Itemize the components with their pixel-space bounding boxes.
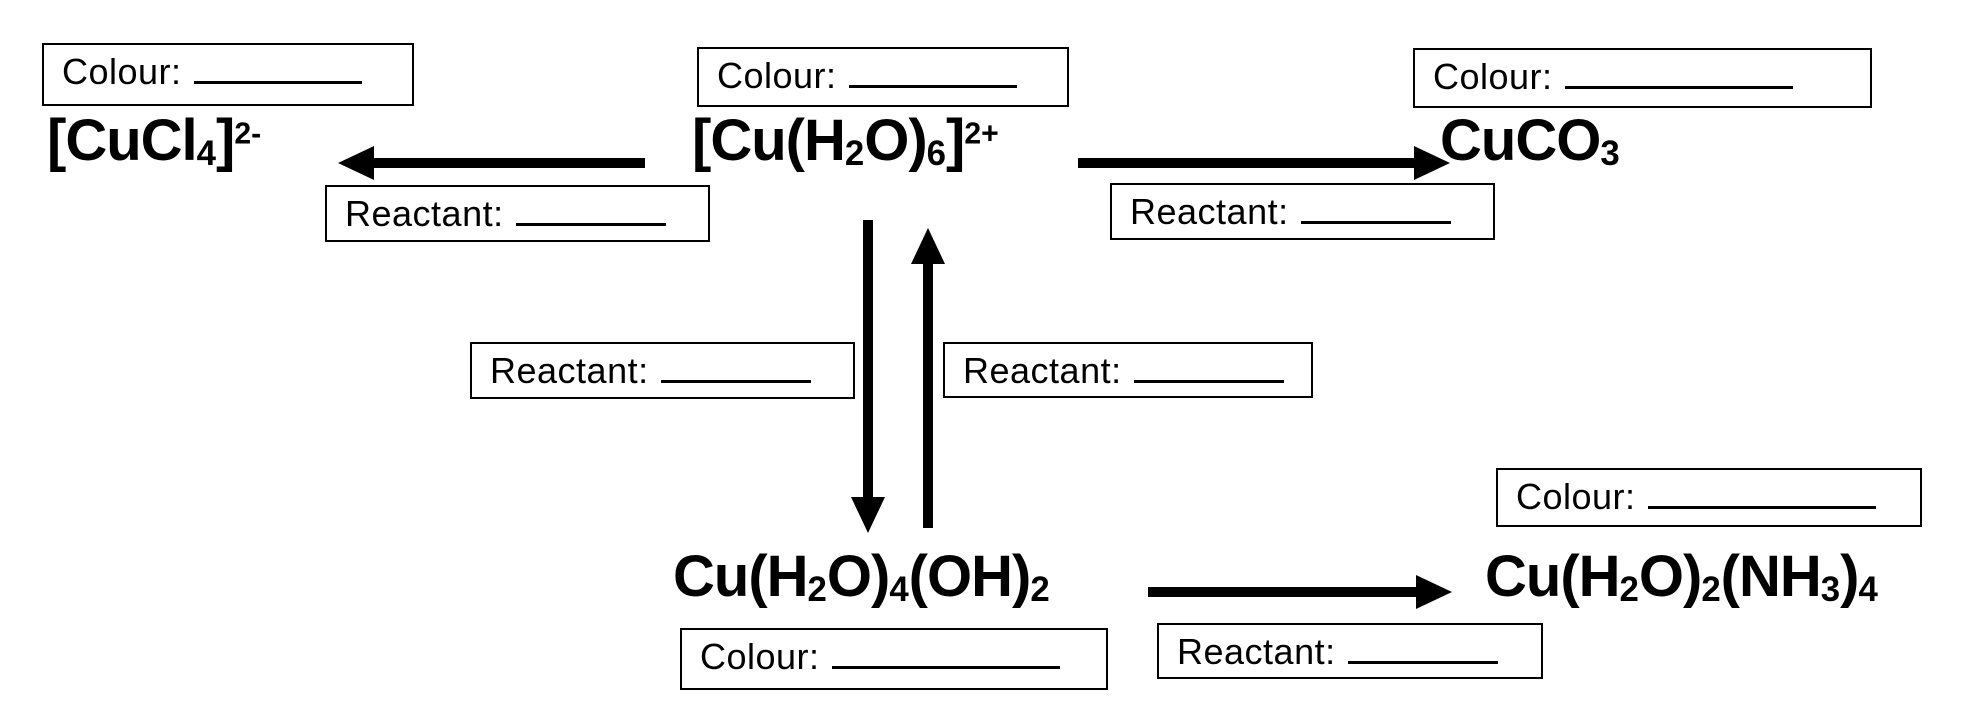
subscript: 3 bbox=[1600, 134, 1620, 174]
subscript: 2 bbox=[807, 570, 827, 610]
subscript: 3 bbox=[1820, 570, 1841, 610]
reactant-label: Reactant: bbox=[963, 350, 1122, 391]
colour-label: Colour: bbox=[700, 636, 820, 677]
arrow-down-to-cuh2o4oh2 bbox=[851, 220, 885, 533]
formula-text: O) bbox=[1638, 544, 1702, 609]
arrow-shaft bbox=[1148, 587, 1422, 597]
reactant-label: Reactant: bbox=[345, 193, 504, 234]
formula-text: Cu(H bbox=[673, 544, 809, 609]
colour-field-cuh2o4oh2: Colour: bbox=[680, 628, 1108, 690]
formula-cuco3: CuCO3 bbox=[1440, 108, 1620, 175]
subscript: 2 bbox=[844, 134, 865, 174]
subscript: 2 bbox=[1701, 570, 1721, 610]
arrowhead bbox=[851, 497, 885, 533]
reactant-blank[interactable] bbox=[1347, 661, 1498, 664]
reactant-blank[interactable] bbox=[660, 380, 811, 383]
colour-blank[interactable] bbox=[1647, 506, 1876, 509]
reactant-label: Reactant: bbox=[490, 350, 649, 391]
formula-cucl4: [CuCl4]2- bbox=[47, 108, 261, 175]
superscript: 2+ bbox=[964, 117, 999, 151]
superscript: 2- bbox=[234, 117, 262, 151]
arrowhead bbox=[1414, 146, 1450, 180]
arrow-shaft bbox=[923, 258, 933, 528]
reactant-field-up-to-cuh2o6: Reactant: bbox=[943, 342, 1313, 398]
reactant-blank[interactable] bbox=[1133, 380, 1284, 383]
formula-text: (OH) bbox=[908, 544, 1032, 609]
colour-blank[interactable] bbox=[1564, 86, 1793, 89]
reactant-field-to-cuh2o2nh34: Reactant: bbox=[1157, 623, 1543, 679]
reactant-label: Reactant: bbox=[1177, 631, 1336, 672]
subscript: 2 bbox=[1619, 570, 1639, 610]
colour-blank[interactable] bbox=[848, 85, 1017, 88]
colour-field-cuh2o6: Colour: bbox=[697, 47, 1069, 107]
subscript: 4 bbox=[889, 570, 909, 610]
formula-cuh2o2nh34: Cu(H2O)2(NH3)4 bbox=[1485, 544, 1878, 611]
formula-text: ] bbox=[216, 108, 235, 173]
reactant-label: Reactant: bbox=[1130, 191, 1289, 232]
arrow-shaft bbox=[863, 220, 873, 503]
formula-text: Cu(H bbox=[1485, 544, 1621, 609]
formula-text: [Cu(H bbox=[692, 108, 846, 173]
colour-field-cucl4: Colour: bbox=[42, 43, 414, 106]
reactant-field-down-to-cuh2o4oh2: Reactant: bbox=[470, 342, 855, 399]
colour-label: Colour: bbox=[717, 55, 837, 96]
subscript: 2 bbox=[1030, 570, 1050, 610]
colour-label: Colour: bbox=[1516, 476, 1636, 517]
formula-cuh2o6: [Cu(H2O)6]2+ bbox=[692, 108, 999, 175]
arrow-shaft bbox=[368, 158, 645, 168]
formula-text: O) bbox=[864, 108, 927, 173]
formula-text: (NH bbox=[1720, 544, 1822, 609]
formula-text: ] bbox=[946, 108, 965, 173]
reactant-field-to-cucl4: Reactant: bbox=[325, 185, 710, 242]
formula-cuh2o4oh2: Cu(H2O)4(OH)2 bbox=[673, 544, 1050, 611]
subscript: 6 bbox=[926, 134, 946, 174]
reactant-field-to-cuco3: Reactant: bbox=[1110, 183, 1495, 240]
reactant-blank[interactable] bbox=[515, 223, 666, 226]
formula-text: [CuCl bbox=[47, 108, 198, 173]
colour-blank[interactable] bbox=[193, 81, 362, 84]
arrow-to-cucl4 bbox=[338, 146, 645, 180]
arrow-to-cuco3 bbox=[1078, 146, 1450, 180]
colour-field-cuco3: Colour: bbox=[1413, 48, 1872, 108]
arrow-shaft bbox=[1078, 158, 1420, 168]
formula-text: O) bbox=[826, 544, 890, 609]
formula-text: CuCO bbox=[1440, 108, 1601, 173]
colour-label: Colour: bbox=[62, 51, 182, 92]
subscript: 4 bbox=[1858, 570, 1878, 610]
reactant-blank[interactable] bbox=[1300, 221, 1451, 224]
arrowhead bbox=[1416, 575, 1452, 609]
subscript: 4 bbox=[196, 134, 216, 174]
colour-field-cuh2o2nh34: Colour: bbox=[1496, 468, 1922, 527]
formula-text: ) bbox=[1840, 544, 1859, 609]
colour-blank[interactable] bbox=[831, 666, 1060, 669]
arrow-to-cuh2o2nh34 bbox=[1148, 575, 1452, 609]
colour-label: Colour: bbox=[1433, 56, 1553, 97]
arrow-up-to-cuh2o6 bbox=[911, 228, 945, 528]
